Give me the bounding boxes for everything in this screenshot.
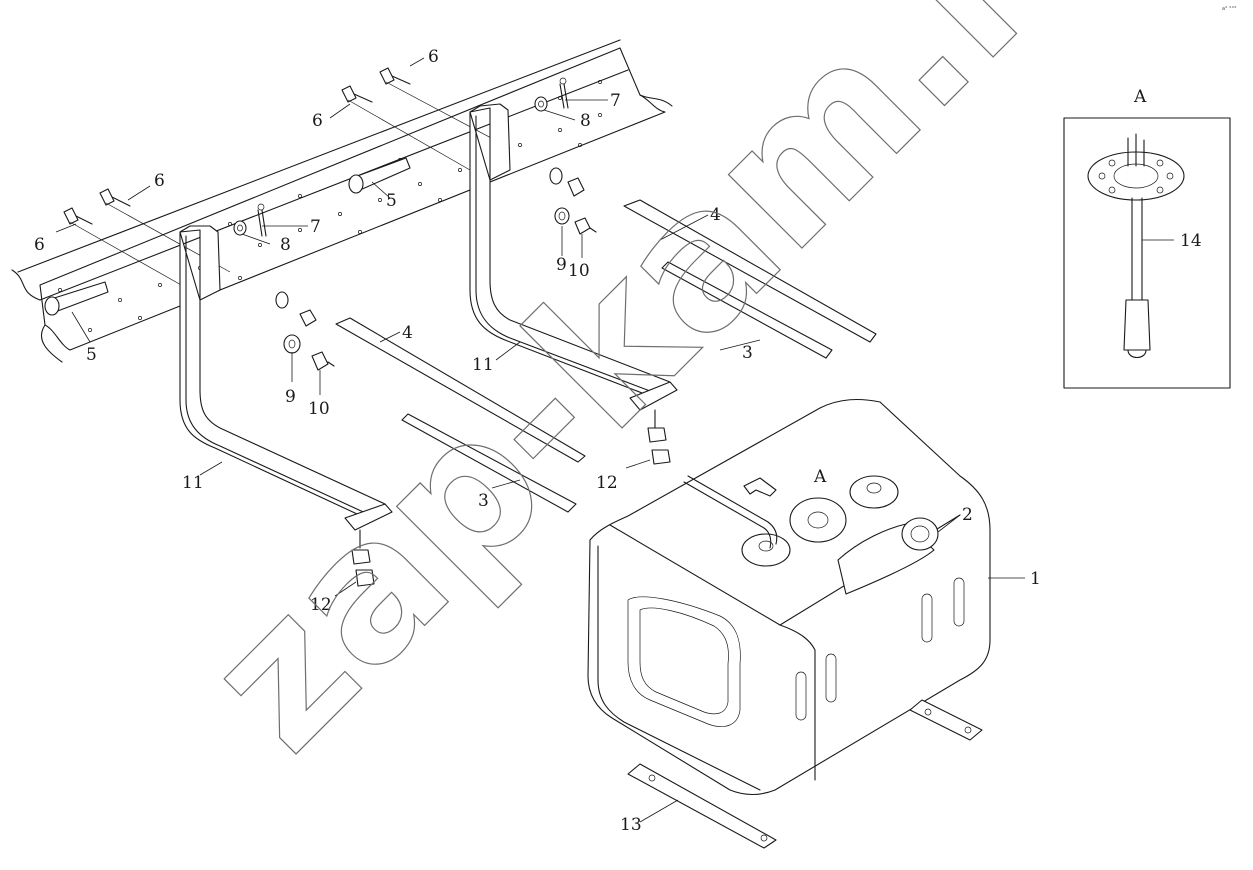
callout-11-right: 11 [472, 355, 494, 375]
callout-9-left: 9 [285, 387, 296, 407]
washer-nut-set-right [549, 167, 597, 235]
callout-5-left: 5 [86, 345, 97, 365]
callout-4-left: 4 [402, 323, 413, 343]
detail-view-label: A [1133, 87, 1147, 107]
corner-mark: a° °°° [1222, 6, 1237, 12]
bolt-6c [341, 85, 471, 171]
bolt-6d [379, 67, 511, 149]
callout-1: 1 [1030, 569, 1041, 589]
callout-12-left: 12 [310, 595, 332, 615]
callout-14: 14 [1180, 231, 1202, 251]
callout-7-right: 7 [610, 91, 621, 111]
washer-nut-set-left [275, 291, 335, 371]
tank-view-label: A [813, 467, 827, 487]
callout-10-left: 10 [308, 399, 330, 419]
bracket-left [179, 225, 393, 549]
rubber-pad-right [661, 261, 833, 359]
tension-strap-right [623, 199, 877, 343]
leader-lines [55, 57, 1174, 823]
cotter-pin-right [559, 77, 569, 109]
washer-left [233, 220, 247, 236]
callout-10-right: 10 [568, 261, 590, 281]
callout-9-right: 9 [556, 255, 567, 275]
detail-view-a [1063, 117, 1231, 389]
callout-7-left: 7 [310, 217, 321, 237]
tension-strap-left [335, 317, 586, 463]
callout-6c: 6 [312, 111, 323, 131]
rubber-pad-left [401, 413, 577, 513]
lock-nuts-left [351, 549, 375, 587]
bracket-right [469, 103, 678, 429]
callout-12-right: 12 [596, 473, 618, 493]
fuel-tank [587, 398, 991, 796]
callout-3-left: 3 [478, 491, 489, 511]
callout-8-right: 8 [580, 111, 591, 131]
mounting-pin-left [44, 281, 109, 316]
callout-11-left: 11 [182, 473, 204, 493]
callout-13: 13 [620, 815, 642, 835]
callout-2: 2 [962, 505, 973, 525]
callout-6b: 6 [154, 171, 165, 191]
washer-right [534, 96, 548, 112]
callout-8-left: 8 [280, 235, 291, 255]
callout-3-right: 3 [742, 343, 753, 363]
callout-4-right: 4 [710, 205, 721, 225]
lock-nuts-right [647, 427, 671, 465]
callout-6a: 6 [34, 235, 45, 255]
callout-labels: 1 2 3 3 4 4 5 5 6 6 6 6 7 7 8 8 9 9 10 1… [34, 47, 1202, 835]
mounting-pin-right [348, 157, 411, 194]
cotter-pin-left [257, 203, 267, 237]
tank-base-strap-rear [909, 699, 983, 741]
callout-6d: 6 [428, 47, 439, 67]
tank-base-strap-front [627, 763, 777, 849]
callout-5-right: 5 [386, 191, 397, 211]
bolt-6a [63, 207, 191, 291]
